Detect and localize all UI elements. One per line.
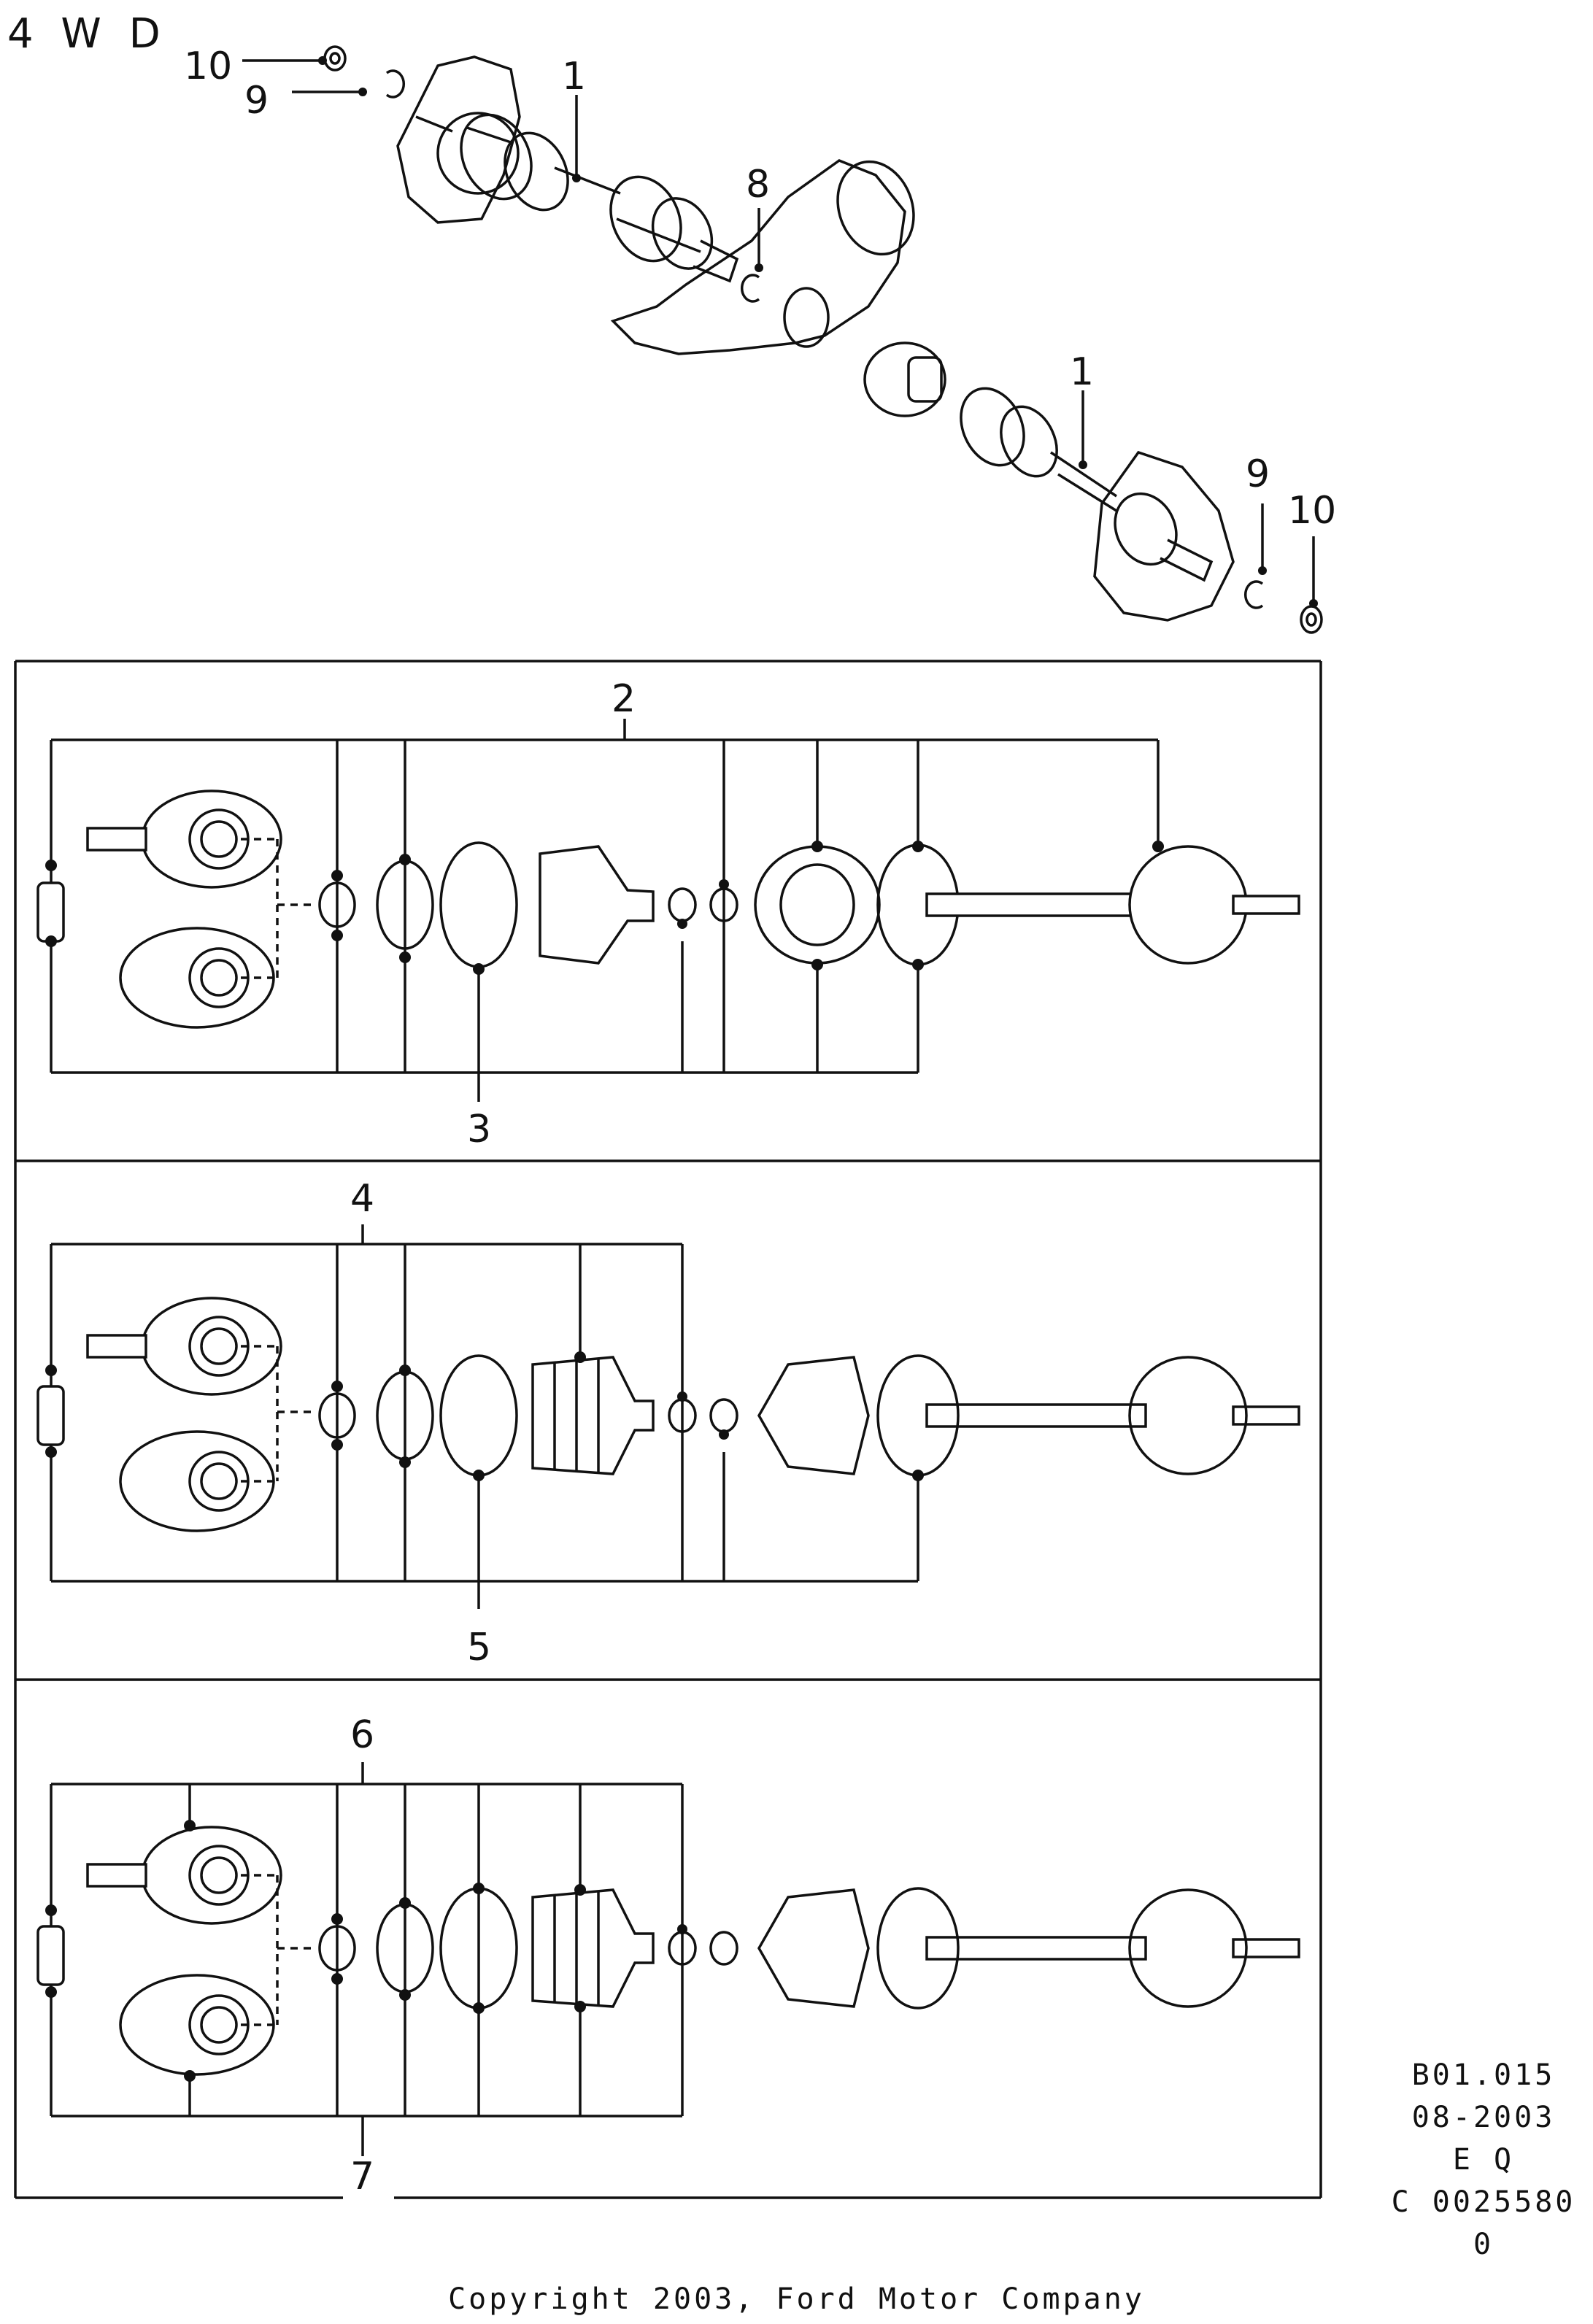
cv-boot	[754, 845, 881, 965]
variant-label: 4 W D	[7, 10, 168, 58]
callout-3: 3	[467, 1108, 491, 1151]
boot-cone	[539, 845, 655, 965]
boot-clamp-large	[439, 841, 518, 968]
copyright: Copyright 2003, Ford Motor Company	[448, 2282, 1145, 2316]
circlip-icon	[740, 274, 760, 303]
panel-inner-joint-kit: 4 5	[36, 1177, 1300, 1669]
outer-cv-joint	[86, 1297, 282, 1396]
clip-small	[709, 1931, 738, 1966]
drive-shaft	[925, 1888, 1300, 2008]
callout-1-left: 1	[562, 55, 586, 99]
circlip	[318, 1392, 356, 1439]
callout-6: 6	[350, 1713, 374, 1757]
diagram-ref: C 0025580 0	[1391, 2185, 1576, 2261]
callout-9-right: 9	[1246, 452, 1270, 496]
diagram-meta: B01.015 08-2003 E Q C 0025580 0	[1374, 2054, 1593, 2266]
circlip	[318, 881, 356, 928]
diagram-date: 08-2003	[1411, 2101, 1556, 2134]
bellows-boot	[531, 1888, 655, 2008]
boot-outline	[757, 1356, 870, 1475]
washer-icon	[323, 45, 347, 72]
callout-4: 4	[350, 1177, 374, 1221]
inner-cv-joint	[119, 839, 314, 1029]
left-knuckle	[396, 55, 521, 224]
differential-housing	[610, 159, 906, 355]
panel-outer-joint-kit: 6 7	[36, 1713, 1300, 2198]
grease-tube	[36, 1925, 65, 1986]
callout-2: 2	[612, 677, 636, 721]
grease-tube	[36, 1385, 65, 1446]
boot-clamp	[876, 1354, 960, 1477]
overview-illustration: 10 9 1 8 1 9 10	[184, 45, 1336, 634]
bellows-boot	[531, 1356, 655, 1475]
diagram-market: E Q	[1452, 2143, 1515, 2177]
parts-frame	[14, 660, 1322, 2199]
drive-shaft	[925, 1356, 1300, 1475]
washer-icon	[1300, 605, 1323, 634]
inner-cv-joint	[119, 1875, 314, 2076]
right-knuckle	[1093, 450, 1235, 622]
callout-10-left: 10	[184, 45, 232, 88]
clip-small	[709, 1398, 738, 1433]
callout-1-right: 1	[1070, 350, 1094, 394]
grease-tube	[36, 881, 65, 943]
outer-cv-joint	[86, 1826, 282, 1925]
inner-cv-joint	[119, 1346, 314, 1532]
panel-complete-shaft: 2 3	[36, 677, 1300, 1151]
callout-5: 5	[467, 1626, 491, 1669]
outer-cv-joint	[86, 790, 282, 889]
callout-7: 7	[350, 2155, 374, 2198]
left-shaft	[415, 115, 701, 253]
boot-clamp	[876, 1887, 960, 2010]
clip-small	[668, 887, 697, 922]
drive-shaft	[925, 845, 1300, 965]
circlip-icon	[385, 69, 406, 99]
callout-9-left: 9	[244, 79, 269, 123]
circlip	[318, 1925, 356, 1972]
diagram-code: B01.015	[1411, 2058, 1556, 2092]
callout-8: 8	[746, 163, 770, 206]
circlip-icon	[1243, 580, 1264, 609]
boot-clamp-large	[439, 1354, 518, 1477]
callout-10-right: 10	[1288, 489, 1336, 533]
boot-outline	[757, 1888, 870, 2008]
